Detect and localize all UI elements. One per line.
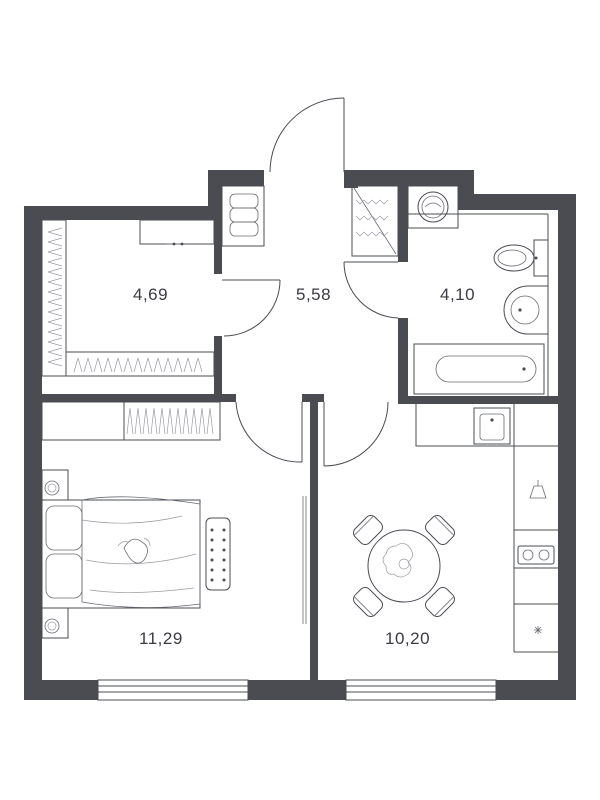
closet-hangers-bottom (73, 357, 203, 373)
toilet (493, 239, 549, 277)
hanger-stroke (134, 407, 142, 435)
closet-door (222, 279, 281, 337)
hanger-stroke (153, 357, 163, 373)
hanger-stroke (47, 327, 63, 337)
dining-chairs (353, 515, 455, 617)
rug-dot (210, 528, 214, 532)
bedroom-wardrobe (41, 401, 221, 441)
hanger-stroke (173, 357, 183, 373)
hanger-stroke (47, 297, 63, 307)
hanger-stroke (166, 407, 174, 435)
window-bedroom (97, 679, 249, 701)
hanger-stroke (150, 407, 158, 435)
hanger-stroke (47, 247, 63, 257)
kitchen-door (323, 401, 389, 467)
entry-door (269, 97, 345, 173)
area-label-kitchen-living: 10,20 (385, 629, 430, 648)
rug-dot (222, 568, 226, 572)
bathroom-door (343, 261, 399, 319)
hanger-stroke (123, 357, 133, 373)
hanger-stroke (158, 407, 166, 435)
hanger-stroke (190, 407, 198, 435)
hanger-stroke (113, 357, 123, 373)
hanger-stroke (133, 357, 143, 373)
rug-dot (210, 558, 214, 562)
area-label-walkin-closet: 4,69 (133, 285, 168, 304)
hanger-stroke (103, 357, 113, 373)
walls (24, 170, 576, 700)
hallway-wardrobe (351, 185, 399, 257)
hanger-stroke (47, 347, 63, 357)
bathroom-sink (503, 285, 549, 335)
hanger-stroke (47, 267, 63, 277)
bathroom-wall-lines (408, 213, 549, 396)
rug-dot (210, 568, 214, 572)
hanger-stroke (73, 357, 83, 373)
hanger-stroke (47, 277, 63, 287)
rug-dot (210, 578, 214, 582)
hanger-stroke (93, 357, 103, 373)
hanger-stroke (193, 357, 203, 373)
closet-hangers-left (47, 227, 63, 367)
kitchen-counter (415, 401, 558, 653)
nightstand-bottom (41, 607, 69, 639)
hanger-stroke (174, 407, 182, 435)
hanger-stroke (142, 407, 150, 435)
area-label-hallway: 5,58 (296, 285, 331, 304)
bedroom-mirror (302, 496, 307, 624)
dining-table (367, 529, 441, 603)
hanger-stroke (47, 287, 63, 297)
fridge-sparkle (534, 626, 542, 634)
hanger-stroke (198, 407, 206, 435)
hanger-stroke (183, 357, 193, 373)
hanger-stroke (182, 407, 190, 435)
hanger-stroke (83, 357, 93, 373)
rug-dot (222, 578, 226, 582)
hanger-stroke (126, 407, 134, 435)
hanger-stroke (47, 357, 63, 367)
hanger-stroke (47, 227, 63, 237)
hanger-stroke (47, 307, 63, 317)
kitchen-sink (473, 407, 511, 445)
area-label-bedroom: 11,29 (139, 629, 183, 648)
hanger-stroke (163, 357, 173, 373)
rug-dot (222, 528, 226, 532)
kitchen-hood (529, 480, 547, 499)
nightstand-top (41, 469, 69, 501)
rug-dot (222, 538, 226, 542)
area-label-bathroom: 4,10 (440, 285, 475, 304)
rug-dot (210, 538, 214, 542)
rug-dot (210, 548, 214, 552)
closet-rail-left (41, 219, 67, 377)
bedroom-door (235, 401, 303, 463)
closet-shelf-top (139, 219, 215, 246)
bed (41, 496, 201, 609)
hanger-stroke (47, 237, 63, 247)
hanger-stroke (47, 337, 63, 347)
hanger-stroke (47, 317, 63, 327)
hanger-stroke (206, 407, 214, 435)
cooktop (517, 545, 555, 565)
bathtub (413, 343, 545, 395)
rug-dot (222, 548, 226, 552)
hallway-shoe-rack (221, 185, 265, 247)
rug-dot (222, 558, 226, 562)
washing-machine (407, 185, 459, 229)
hanger-stroke (143, 357, 153, 373)
closet-rail-bottom (65, 351, 215, 377)
hanger-stroke (47, 257, 63, 267)
bedroom-wardrobe-hangers (126, 407, 214, 435)
window-kitchen (345, 679, 497, 701)
bedroom-rug (205, 517, 231, 591)
